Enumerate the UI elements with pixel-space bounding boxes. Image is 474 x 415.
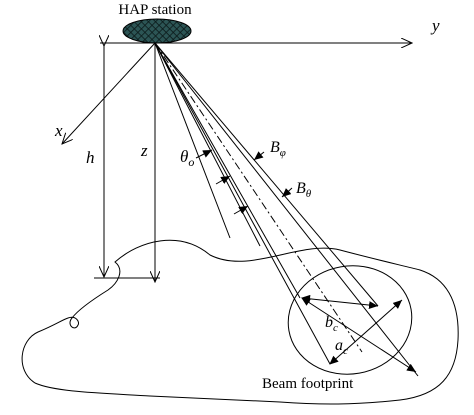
axis-y-label: y: [430, 16, 440, 35]
beam-footprint-ellipse: [287, 265, 413, 375]
b-theta-arrow: [281, 187, 293, 198]
b-phi-arrow: [253, 151, 265, 161]
beam-footprint-label: Beam footprint: [262, 376, 354, 392]
bc-dimension: [301, 294, 379, 310]
ground-outline: [21, 239, 459, 405]
ac-diagonal: [301, 297, 417, 373]
axis-x-label: x: [54, 121, 63, 140]
theta-o-label: θo: [180, 147, 194, 169]
theta-arrow-low: [233, 205, 249, 215]
b-phi-label: Bφ: [270, 139, 286, 159]
theta-arrow-mid: [215, 175, 231, 185]
station-label: HAP station: [118, 2, 192, 18]
theta-arrow-left: [195, 149, 213, 159]
beam-center-line: [154, 42, 363, 353]
axis-z-label: z: [140, 141, 148, 160]
beam-cone: [154, 42, 419, 377]
x-axis: [62, 42, 156, 144]
b-theta-label: Bθ: [296, 180, 312, 200]
height-label: h: [86, 148, 95, 167]
hap-station-icon: [122, 18, 192, 44]
a-c-label: ac: [335, 337, 348, 357]
b-c-label: bc: [325, 314, 338, 334]
